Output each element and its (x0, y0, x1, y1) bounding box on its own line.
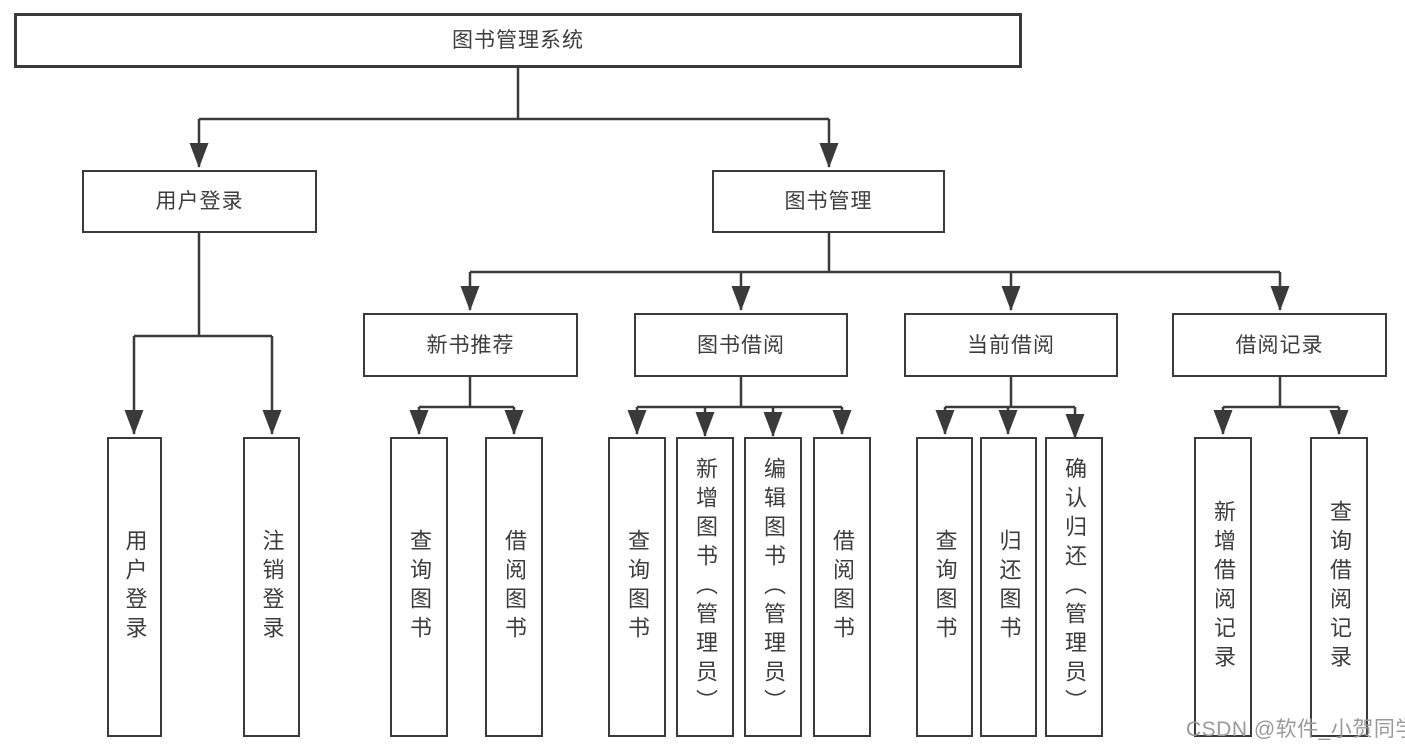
leaf-bb-borrow-books: 借阅图书 (813, 437, 871, 737)
node-root: 图书管理系统 (14, 13, 1022, 68)
node-current-borrow: 当前借阅 (904, 313, 1118, 377)
leaf-logout: 注销登录 (243, 437, 300, 737)
csdn-watermark: CSDN @软件_小贺同学 (1186, 718, 1405, 741)
tree-elbow-lines (134, 68, 1339, 409)
node-book-borrow: 图书借阅 (634, 313, 848, 377)
leaf-cb-confirm-return-admin: 确认归还（管理员） (1045, 437, 1103, 737)
leaf-cb-return-books: 归还图书 (980, 437, 1037, 737)
leaf-nb-query-books: 查询图书 (390, 437, 448, 737)
leaf-br-query-record: 查询借阅记录 (1310, 437, 1368, 737)
node-book-management: 图书管理 (712, 170, 945, 233)
leaf-br-add-record: 新增借阅记录 (1194, 437, 1252, 737)
leaf-bb-query-books: 查询图书 (608, 437, 666, 737)
node-new-book-recommend: 新书推荐 (363, 313, 578, 377)
leaf-bb-edit-books-admin: 编辑图书（管理员） (744, 437, 802, 737)
leaf-bb-add-books-admin: 新增图书（管理员） (676, 437, 734, 737)
leaf-nb-borrow-books: 借阅图书 (485, 437, 543, 737)
leaf-cb-query-books: 查询图书 (916, 437, 973, 737)
node-borrow-record: 借阅记录 (1172, 313, 1387, 377)
node-user-login: 用户登录 (82, 170, 317, 233)
leaf-user-login: 用户登录 (107, 437, 162, 737)
